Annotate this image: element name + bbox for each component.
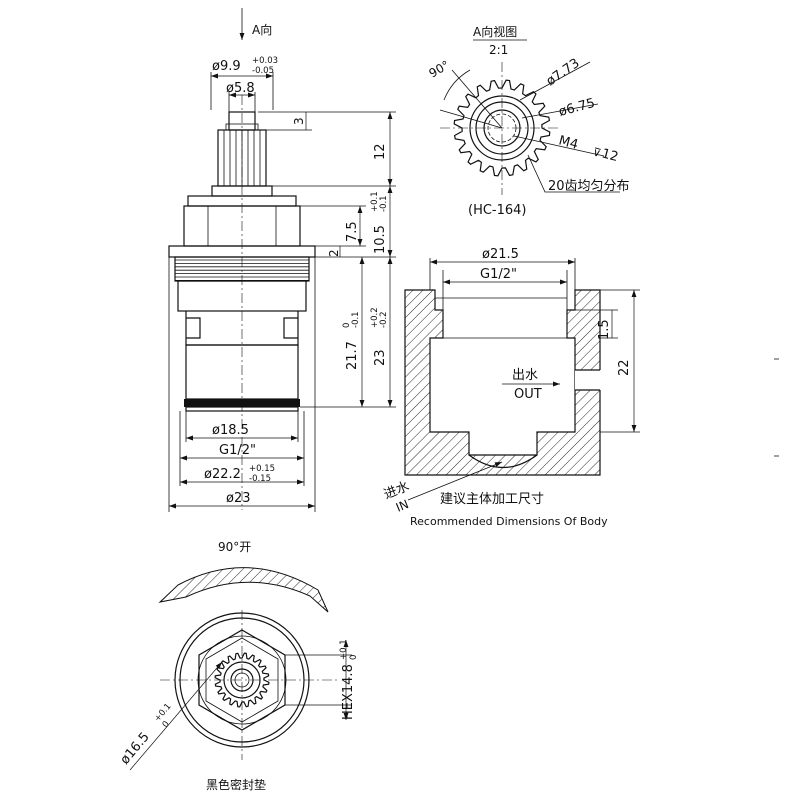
view-a: A向视图 2:1 90° ø7.73 ø6.75 M4 ⊽ 12 20齿均匀分布…: [427, 24, 630, 218]
gasket-note: 黑色密封垫: [206, 777, 266, 792]
dim-21-7: 21.7: [345, 341, 360, 370]
dim-12: 12: [373, 143, 388, 160]
dim-23-lower: -0.2: [379, 311, 389, 328]
flange-outer-circle: [174, 612, 310, 748]
bottom-spline-gear: [214, 652, 270, 708]
bore-circle-d675: [475, 101, 529, 155]
black-gasket: [184, 399, 300, 407]
hex-inner-outline: [205, 637, 279, 723]
dim-d222-upper: +0.15: [249, 464, 275, 474]
dim-d165-line: [129, 661, 223, 771]
gear-teeth: [453, 79, 551, 177]
model-number: (HC-164): [468, 203, 527, 218]
dim-d185: ø18.5: [212, 423, 249, 438]
body-window-right: [283, 317, 298, 339]
outlet-port: [575, 370, 601, 390]
thread-circle-m4: [483, 109, 521, 147]
dim-g12-body: G1/2": [480, 267, 517, 282]
dim-d222-lower: -0.15: [249, 474, 271, 484]
dim-hex-upper: +0.1: [339, 639, 349, 660]
outlet-label-cn: 出水: [512, 368, 538, 383]
inlet-arrow: [407, 461, 503, 501]
dim-3: 3: [292, 117, 306, 125]
dim-10-5: 10.5: [373, 225, 388, 254]
inlet-curve: [468, 454, 538, 468]
angle-line: [439, 109, 503, 129]
dim-d99: ø9.9: [212, 59, 241, 74]
dim-21-7-lower: -0.1: [351, 311, 361, 328]
body-section-view: ø21.5 G1/2" 1.5 22 出水 OUT 进水 IN 建议主体加工尺寸…: [382, 247, 640, 528]
dim-23-upper: +0.2: [370, 307, 380, 328]
cartridge-body-upper: [177, 280, 307, 312]
dim-d773: ø7.73: [544, 56, 583, 89]
dim-d165-lower: 0: [161, 719, 172, 730]
bottom-view: 90°开 HEX14.8 +0.1 0 ø16.5 +0.1 0 黑色密封垫: [118, 540, 359, 792]
dim-d99-lower: -0.05: [252, 66, 274, 76]
dim-d23: ø23: [226, 491, 251, 506]
dim-m4: M4: [557, 133, 580, 153]
spline-lines: [223, 130, 261, 186]
view-a-scale: 2:1: [489, 43, 508, 57]
dim-d222: ø22.2: [204, 467, 241, 482]
bottom-bore-circle: [230, 668, 254, 692]
gear-root-circle: [469, 95, 535, 161]
dim-21-7-upper: 0: [342, 323, 352, 328]
thread-lines: [175, 259, 309, 281]
dim-2: 2: [327, 249, 341, 257]
outlet-label-en: OUT: [514, 387, 542, 402]
body-hatched-wall: [404, 289, 601, 476]
view-a-arrow-label: A向: [252, 22, 272, 37]
dim-hex-lower: 0: [349, 655, 359, 660]
dim-g12: G1/2": [219, 443, 256, 458]
leader-d675: [521, 103, 599, 119]
dim-23: 23: [373, 349, 388, 366]
dim-hex: HEX14.8: [341, 664, 356, 720]
gear-teeth: [214, 652, 270, 708]
dim-m4-depth: 12: [600, 146, 620, 165]
dim-d165: ø16.5: [118, 730, 153, 768]
angle-arc: [443, 69, 471, 101]
dim-d99-upper: +0.03: [252, 56, 278, 66]
bottom-root-circle: [223, 661, 261, 699]
inlet-label-cn: 进水: [382, 479, 412, 503]
dim-d675: ø6.75: [557, 96, 597, 120]
thread-minor-circle: [487, 113, 517, 143]
leader-d773: [519, 61, 591, 101]
depth-symbol-icon: ⊽: [591, 145, 602, 160]
dim-d215: ø21.5: [482, 247, 519, 262]
dim-10-5-lower: -0.1: [379, 195, 389, 212]
body-title-en: Recommended Dimensions Of Body: [410, 515, 608, 528]
flange-inner-circle: [179, 617, 305, 743]
spline-gear: [453, 79, 551, 177]
view-a-angle: 90°: [427, 58, 452, 81]
teeth-note: 20齿均匀分布: [548, 179, 630, 194]
inlet-label-en: IN: [394, 497, 411, 515]
hex-chamfer-circle: [197, 635, 287, 725]
view-a-title: A向视图: [473, 24, 517, 39]
dim-10-5-upper: +0.1: [370, 191, 380, 212]
leader-m4: [513, 135, 605, 157]
dim-7-5: 7.5: [345, 221, 360, 242]
leader-teeth: [527, 154, 620, 193]
angle-line: [451, 69, 503, 129]
dim-1-5: 1.5: [597, 319, 612, 340]
body-window-left: [186, 317, 201, 339]
rotation-arrow-band: [158, 567, 329, 613]
dim-22: 22: [617, 359, 632, 376]
side-view: A向 ø9.9 +0.03 -0: [168, 8, 396, 512]
body-title-cn: 建议主体加工尺寸: [440, 492, 544, 507]
cartridge-base: [185, 406, 299, 412]
bottom-inner-circle: [234, 672, 250, 688]
dim-d58: ø5.8: [226, 81, 255, 96]
rotation-label: 90°开: [218, 540, 251, 554]
